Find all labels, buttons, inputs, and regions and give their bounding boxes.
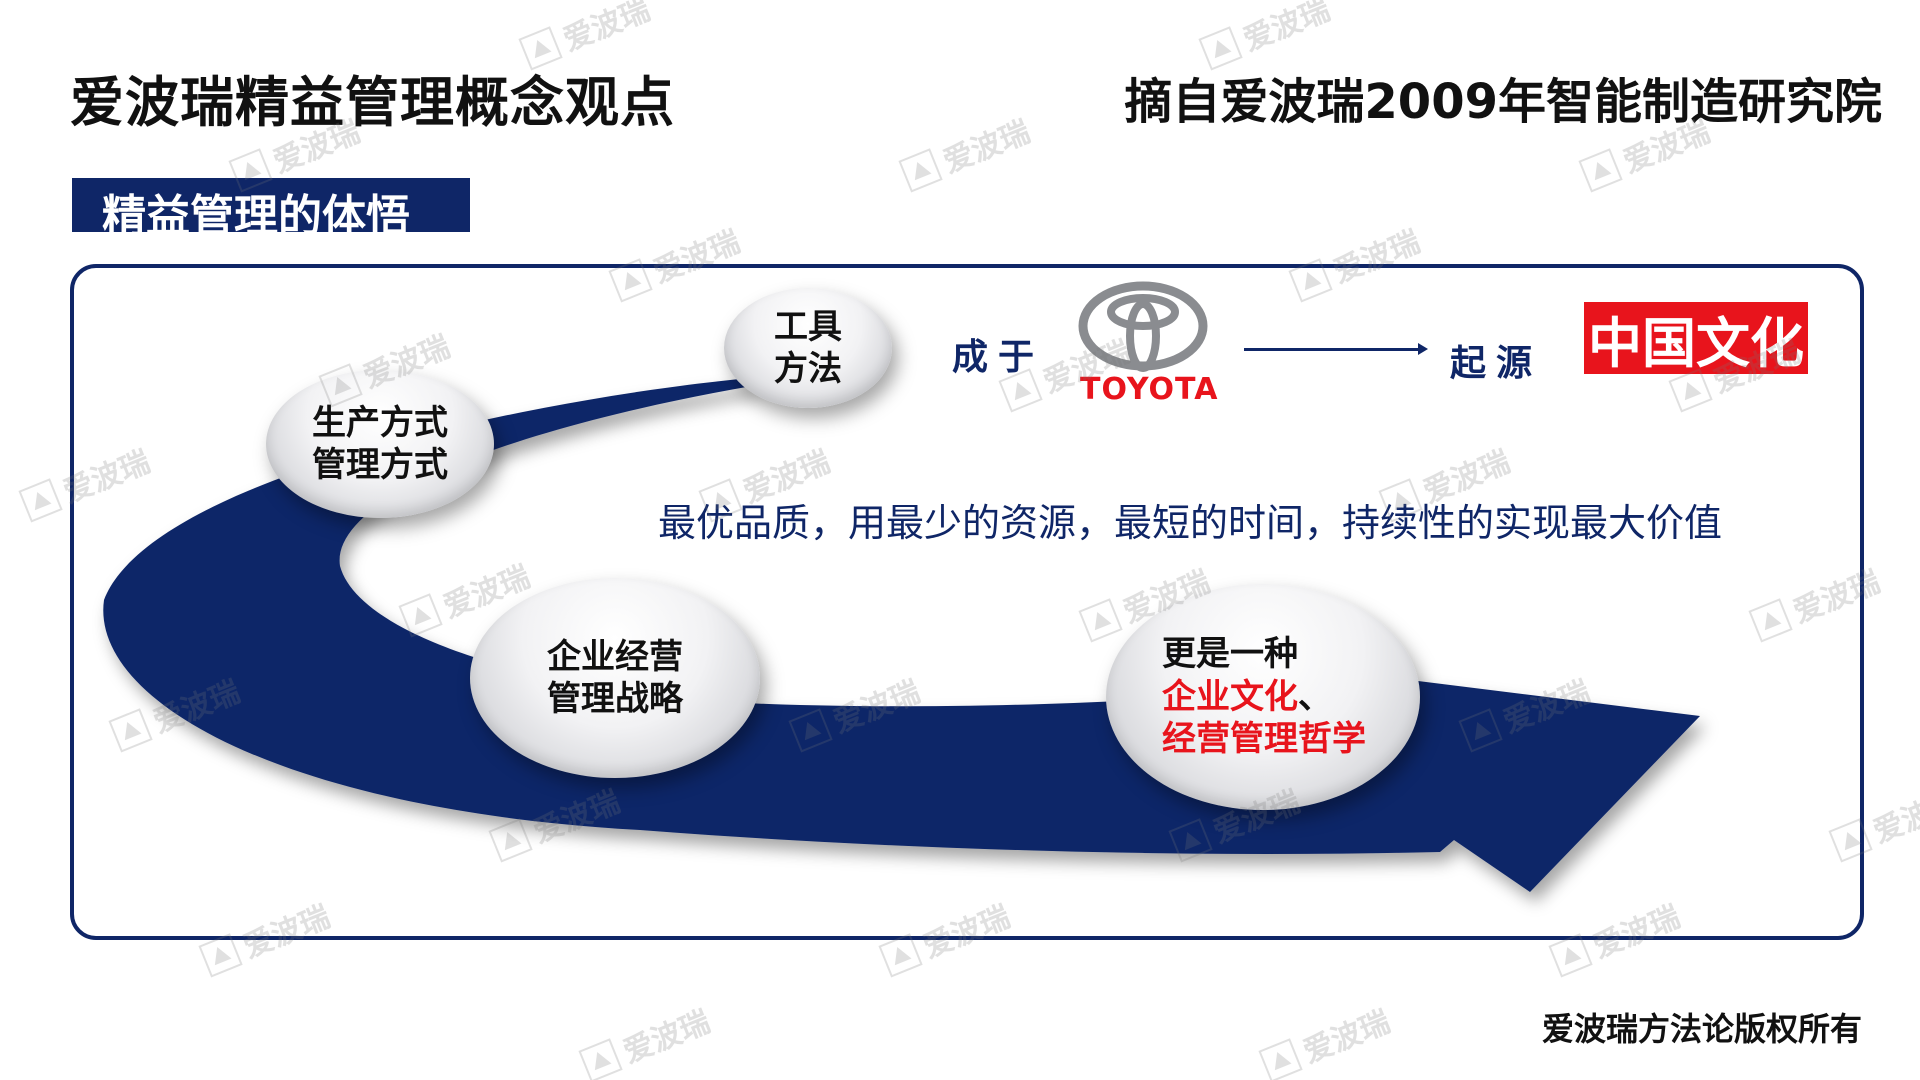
bubble-text-punct: 、 [1298,676,1332,717]
bubble-text: 工具 [774,306,842,347]
bubble-text-red: 经营管理哲学 [1162,719,1366,760]
chinese-culture-box: 中国文化 [1584,302,1808,375]
bubble-text: 企业经营 [547,636,683,677]
bubble-production-management: 生产方式 管理方式 [266,370,494,518]
arrow-right-icon [1418,343,1428,355]
bubble-tools-methods: 工具 方法 [724,288,892,408]
section-label: 精益管理的体悟 [102,191,410,242]
slogan-text: 最优品质，用最少的资源，最短的时间，持续性的实现最大价值 [658,501,1723,545]
bubble-text: 管理战略 [547,679,683,719]
bubble-text-red-line: 企业文化、 [1162,676,1332,719]
copyright-text: 爱波瑞方法论版权所有 [1541,1010,1862,1048]
made-in-label: 成于 [952,337,1045,378]
bubble-text: 方法 [774,349,842,389]
section-tag: 精益管理的体悟 [72,178,470,242]
bubble-text-red: 企业文化 [1162,676,1298,717]
toyota-wordmark: TOYOTA [1080,372,1219,407]
bubble-text: 更是一种 [1162,634,1298,675]
source-note: 摘自爱波瑞2009年智能制造研究院 [1124,74,1882,130]
bubble-text: 管理方式 [312,445,448,485]
origin-arrow-line [1244,348,1424,351]
bubble-business-strategy: 企业经营 管理战略 [470,578,760,778]
bubble-culture-philosophy: 更是一种 企业文化、 经营管理哲学 [1106,584,1420,810]
bubble-text: 生产方式 [312,402,448,443]
toyota-logo-icon [1078,281,1208,372]
chinese-culture-text: 中国文化 [1588,311,1804,375]
origin-label: 起源 [1450,343,1543,384]
page-title: 爱波瑞精益管理概念观点 [70,71,675,134]
